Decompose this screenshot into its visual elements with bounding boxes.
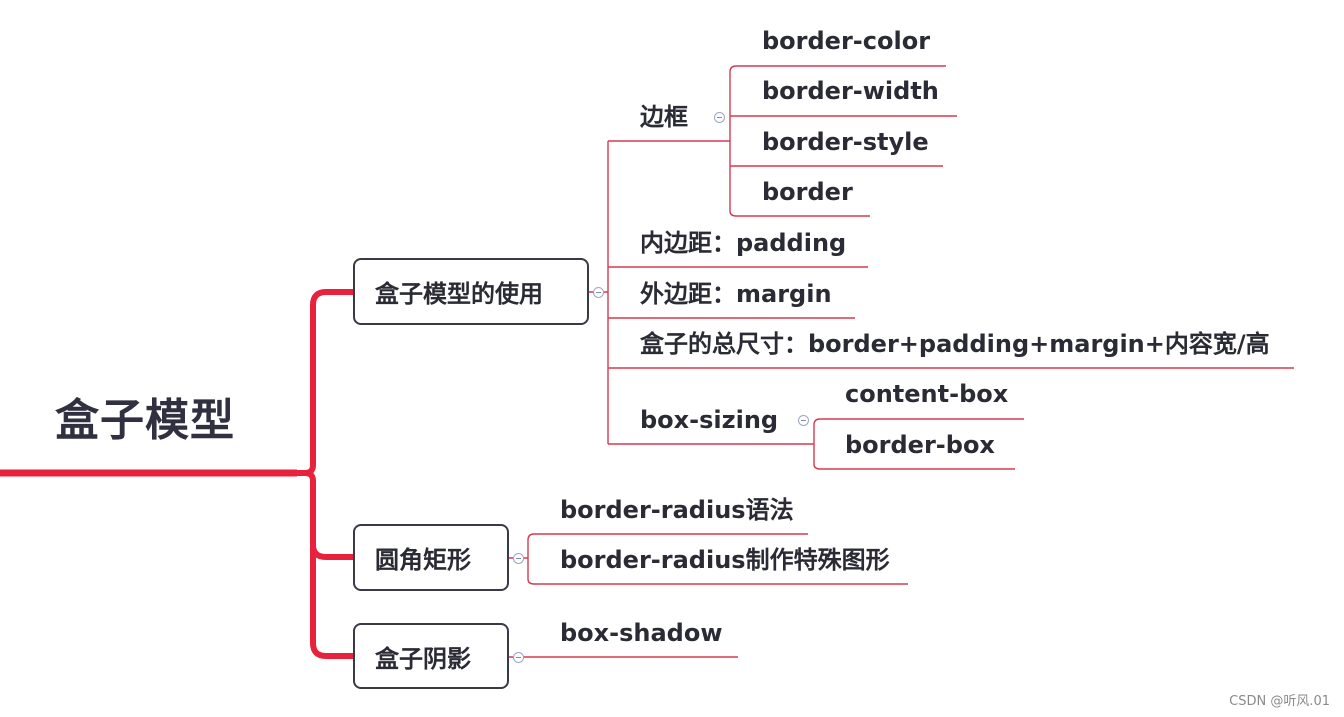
collapse-icon-shadow[interactable] bbox=[513, 652, 524, 663]
collapse-icon-usage[interactable] bbox=[593, 287, 604, 298]
topic-label-shadow: 盒子阴影 bbox=[375, 644, 471, 673]
node-total-size[interactable]: 盒子的总尺寸：border+padding+margin+内容宽/高 bbox=[640, 330, 1270, 358]
node-border-shorthand[interactable]: border bbox=[762, 178, 853, 206]
node-border-color[interactable]: border-color bbox=[762, 27, 931, 55]
node-border-style[interactable]: border-style bbox=[762, 128, 929, 156]
topic-box-usage[interactable]: 盒子模型的使用 bbox=[353, 258, 589, 325]
node-box-shadow[interactable]: box-shadow bbox=[560, 619, 723, 647]
node-radius-syntax[interactable]: border-radius语法 bbox=[560, 496, 794, 524]
node-border[interactable]: 边框 bbox=[640, 103, 688, 131]
usage-subtree-lines bbox=[588, 65, 1294, 470]
topic-label-usage: 盒子模型的使用 bbox=[375, 280, 543, 308]
branch-connector-shadow bbox=[310, 545, 353, 659]
branch-connector-radius bbox=[304, 470, 353, 560]
collapse-icon-radius[interactable] bbox=[513, 553, 524, 564]
node-border-width[interactable]: border-width bbox=[762, 77, 939, 105]
collapse-icon-box-sizing[interactable] bbox=[798, 415, 809, 426]
collapse-icon-border[interactable] bbox=[714, 112, 725, 123]
watermark: CSDN @听风.01 bbox=[1229, 694, 1330, 709]
topic-label-radius: 圆角矩形 bbox=[375, 546, 471, 574]
node-box-sizing[interactable]: box-sizing bbox=[640, 406, 779, 434]
root-topic: 盒子模型 bbox=[55, 395, 235, 446]
node-radius-shapes[interactable]: border-radius制作特殊图形 bbox=[560, 546, 890, 574]
node-margin[interactable]: 外边距：margin bbox=[640, 280, 832, 308]
branch-connector-usage bbox=[297, 289, 353, 476]
topic-box-radius[interactable]: 圆角矩形 bbox=[353, 524, 509, 591]
node-content-box[interactable]: content-box bbox=[845, 380, 1009, 408]
node-padding[interactable]: 内边距：padding bbox=[640, 229, 847, 257]
node-border-box[interactable]: border-box bbox=[845, 431, 995, 459]
topic-box-shadow[interactable]: 盒子阴影 bbox=[353, 623, 509, 689]
